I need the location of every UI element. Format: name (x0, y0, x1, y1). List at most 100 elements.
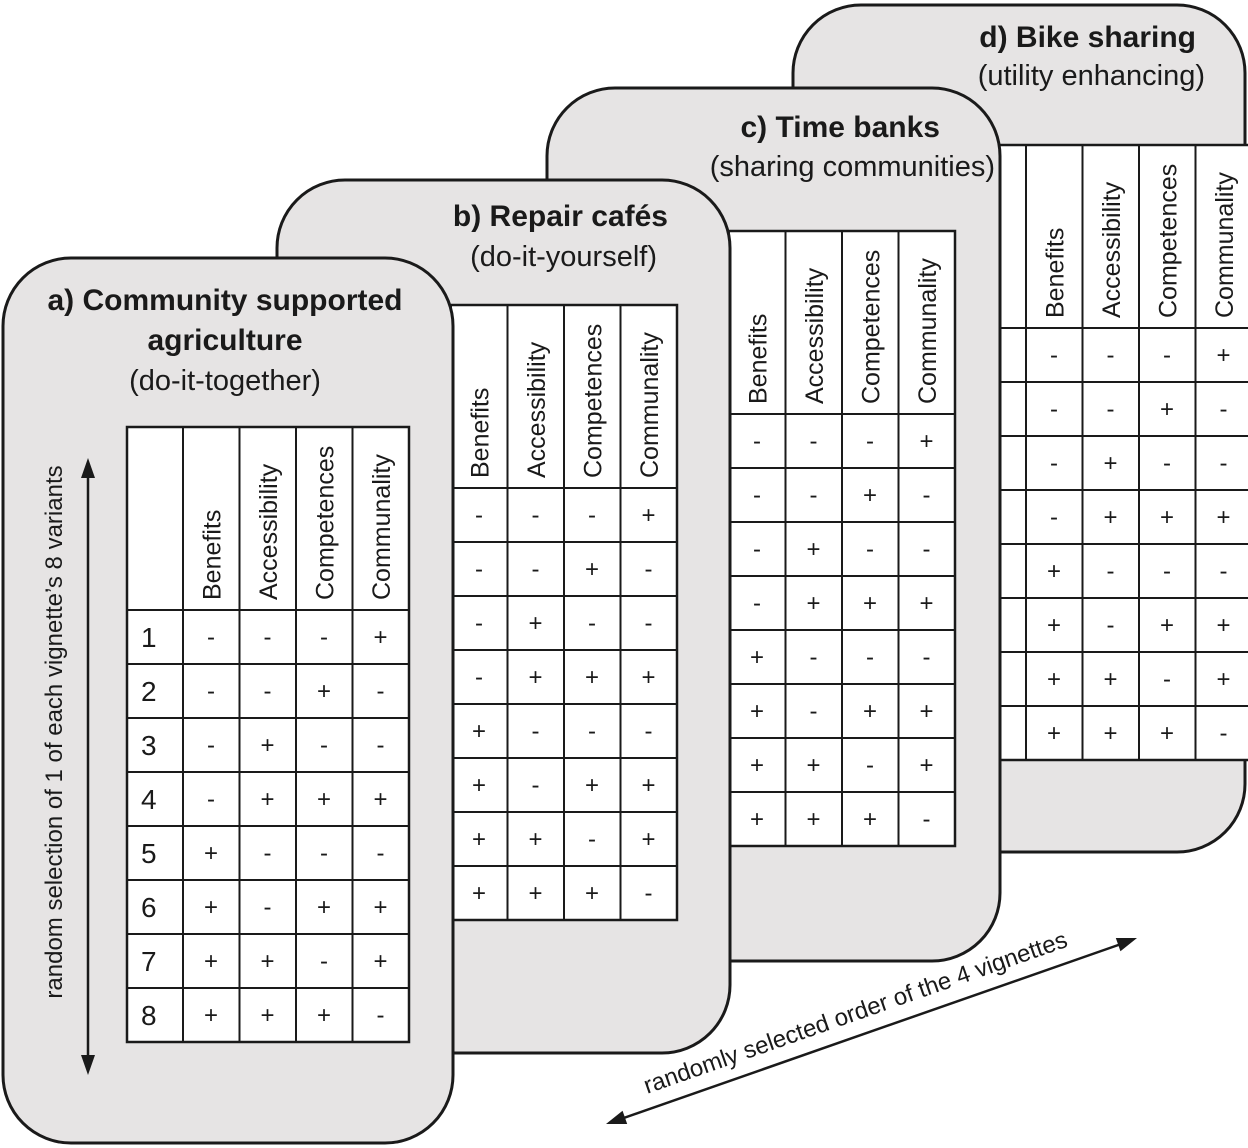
plus-cell: + (641, 502, 655, 529)
column-header: Communality (636, 332, 664, 478)
minus-cell: - (377, 678, 385, 705)
vignette-card-a: a) Community supported agriculture (do-i… (1, 256, 455, 1145)
minus-cell: - (264, 840, 272, 867)
minus-cell: - (320, 732, 328, 759)
minus-cell: - (1050, 396, 1058, 423)
card-title-line2: agriculture (147, 324, 302, 357)
plus-cell: + (472, 772, 486, 799)
plus-cell: + (863, 806, 877, 833)
plus-cell: + (204, 1002, 218, 1029)
minus-cell: - (866, 752, 874, 779)
card-title: b) Repair cafés (453, 200, 668, 233)
minus-cell: - (264, 678, 272, 705)
card-subtitle: (sharing communities) (710, 151, 995, 183)
minus-cell: - (264, 894, 272, 921)
plus-cell: + (919, 428, 933, 455)
plus-cell: + (317, 786, 331, 813)
minus-cell: - (320, 624, 328, 651)
column-header: Benefits (744, 314, 772, 404)
plus-cell: + (317, 678, 331, 705)
plus-cell: + (1047, 612, 1061, 639)
minus-cell: - (810, 428, 818, 455)
minus-cell: - (1163, 450, 1171, 477)
minus-cell: - (1050, 342, 1058, 369)
row-number: 3 (141, 730, 157, 761)
column-header: Accessibility (523, 341, 551, 478)
plus-cell: + (1047, 666, 1061, 693)
minus-cell: - (1163, 666, 1171, 693)
row-number: 2 (141, 676, 157, 707)
plus-cell: + (750, 698, 764, 725)
column-header: Communality (1211, 172, 1239, 318)
minus-cell: - (264, 624, 272, 651)
column-header: Accessibility (801, 267, 829, 404)
column-header: Communality (368, 454, 396, 600)
plus-cell: + (1047, 558, 1061, 585)
plus-cell: + (750, 806, 764, 833)
minus-cell: - (588, 610, 596, 637)
minus-cell: - (588, 502, 596, 529)
plus-cell: + (750, 752, 764, 779)
plus-cell: + (585, 772, 599, 799)
plus-cell: + (1103, 666, 1117, 693)
minus-cell: - (923, 806, 931, 833)
minus-cell: - (532, 502, 540, 529)
plus-cell: + (585, 664, 599, 691)
minus-cell: - (866, 644, 874, 671)
column-header: Benefits (198, 510, 226, 600)
plus-cell: + (1216, 504, 1230, 531)
minus-cell: - (810, 644, 818, 671)
plus-cell: + (1103, 504, 1117, 531)
minus-cell: - (753, 482, 761, 509)
minus-cell: - (1050, 504, 1058, 531)
row-number: 7 (141, 946, 157, 977)
minus-cell: - (1107, 558, 1115, 585)
plus-cell: + (1160, 720, 1174, 747)
plus-cell: + (863, 698, 877, 725)
plus-cell: + (260, 786, 274, 813)
minus-cell: - (1163, 342, 1171, 369)
minus-cell: - (1220, 450, 1228, 477)
minus-cell: - (1050, 450, 1058, 477)
minus-cell: - (475, 664, 483, 691)
plus-cell: + (528, 880, 542, 907)
plus-cell: + (1216, 666, 1230, 693)
vertical-double-arrow (81, 458, 95, 1075)
minus-cell: - (377, 732, 385, 759)
minus-cell: - (532, 718, 540, 745)
plus-cell: + (1160, 396, 1174, 423)
minus-cell: - (645, 610, 653, 637)
minus-cell: - (475, 556, 483, 583)
minus-cell: - (810, 698, 818, 725)
plus-cell: + (373, 948, 387, 975)
minus-cell: - (923, 536, 931, 563)
minus-cell: - (532, 772, 540, 799)
plus-cell: + (260, 1002, 274, 1029)
minus-cell: - (1220, 558, 1228, 585)
plus-cell: + (919, 752, 933, 779)
plus-cell: + (472, 718, 486, 745)
minus-cell: - (1107, 342, 1115, 369)
plus-cell: + (806, 752, 820, 779)
minus-cell: - (588, 718, 596, 745)
plus-cell: + (585, 880, 599, 907)
plus-cell: + (1216, 342, 1230, 369)
plus-cell: + (641, 772, 655, 799)
plus-cell: + (373, 624, 387, 651)
plus-cell: + (373, 894, 387, 921)
plus-cell: + (1103, 450, 1117, 477)
minus-cell: - (753, 536, 761, 563)
plus-cell: + (528, 826, 542, 853)
column-header: Accessibility (1098, 181, 1126, 318)
minus-cell: - (923, 644, 931, 671)
plus-cell: + (806, 806, 820, 833)
plus-cell: + (1047, 720, 1061, 747)
plus-cell: + (260, 948, 274, 975)
minus-cell: - (475, 610, 483, 637)
plus-cell: + (204, 894, 218, 921)
card-title: d) Bike sharing (979, 21, 1196, 54)
plus-cell: + (204, 840, 218, 867)
plus-cell: + (919, 698, 933, 725)
plus-cell: + (806, 590, 820, 617)
